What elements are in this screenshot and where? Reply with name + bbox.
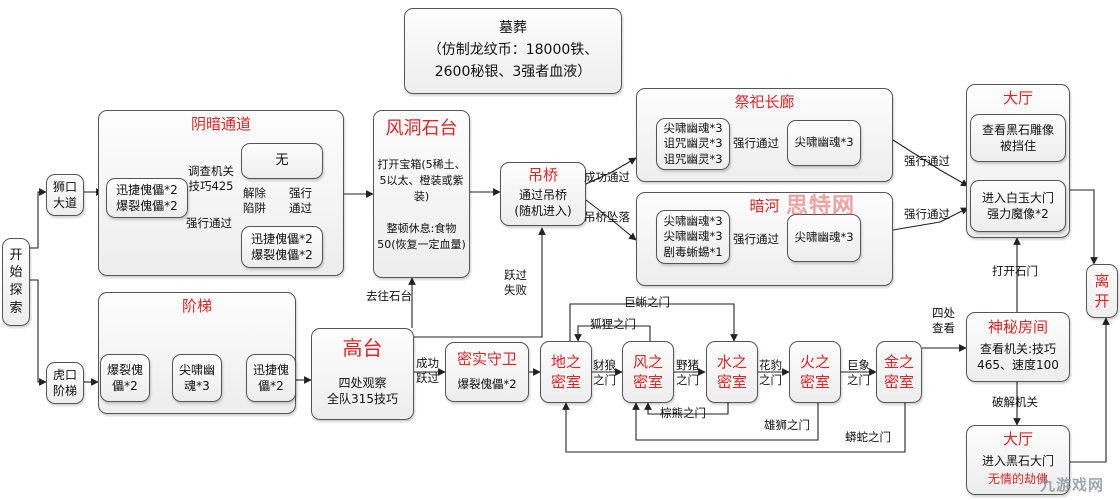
- label-corridor-force: 强行通过: [733, 136, 779, 150]
- start-node: 开 始 探 索: [2, 238, 30, 326]
- label-gate-elephant: 巨象 之门: [847, 358, 870, 387]
- stairs-enemies-b: 尖啸幽 魂*3: [172, 354, 222, 402]
- label-jump-ok: 成功 跃过: [416, 356, 439, 385]
- label-gate-boar: 野猪 之门: [676, 358, 699, 387]
- edge-start-shikou: [30, 188, 47, 249]
- yinan-enemies-a: 迅捷傀儡*2 爆裂傀儡*2: [106, 178, 188, 218]
- gaotai-node: 高台 四处观察 全队315技巧: [311, 328, 414, 420]
- stairs-enemies-c: 迅捷傀 儡*2: [246, 354, 296, 402]
- hall-top-white-jade-gate: 进入白玉大门 强力魔像*2: [970, 180, 1066, 232]
- corridor-title: 祭祀长廊: [734, 93, 795, 111]
- hall-bottom-title: 大厅: [1002, 430, 1033, 448]
- label-force-pass-2: 强行 通过: [289, 186, 312, 215]
- yinan-none: 无: [241, 143, 323, 179]
- yinan-enemies-b: 迅捷傀儡*2 爆裂傀儡*2: [241, 226, 323, 268]
- label-river-force: 强行通过: [733, 232, 779, 246]
- label-gate-python: 蟒蛇之门: [845, 430, 891, 444]
- label-gate-lion: 雄狮之门: [764, 418, 810, 432]
- yinan-title: 阴暗通道: [190, 115, 251, 133]
- guard-body: 爆裂傀儡*2: [457, 377, 517, 391]
- room-fire: 火之 密室: [789, 341, 841, 403]
- label-investigate: 调查机关 技巧425: [188, 164, 234, 193]
- fengdong-node: 风洞石台 打开宝箱(5稀土、 5以太、橙装或紫 装) 整顿休息:食物 50(恢复…: [373, 110, 470, 278]
- fengdong-title: 风洞石台: [385, 118, 458, 139]
- room-wind: 风之 密室: [622, 341, 674, 403]
- edge-start-hukou: [30, 279, 47, 386]
- tomb-node: 墓葬 （仿制龙纹币：18000铁、 2600秘银、3强者血液）: [404, 8, 622, 94]
- label-hall-force-1: 强行通过: [904, 154, 950, 168]
- stairs-title: 阶梯: [181, 297, 212, 315]
- label-force-pass: 强行通过: [186, 216, 232, 230]
- label-hall-force-2: 强行通过: [904, 207, 950, 221]
- mystery-node: 神秘房间 查看机关:技巧 465、速度100: [966, 312, 1070, 382]
- label-crack-mechanism: 破解机关: [992, 395, 1038, 409]
- label-jump-fail: 跃过 失败: [504, 268, 527, 297]
- guard-title: 密实守卫: [456, 350, 517, 368]
- river-enemies-a: 尖啸幽魂*3 尖啸幽魂*3 剧毒蜥蜴*1: [656, 210, 730, 264]
- label-bridge-fall: 吊桥坠落: [584, 210, 630, 224]
- corridor-enemies-b: 尖啸幽魂*3: [787, 120, 861, 166]
- watermark-corner: 九游戏网: [1040, 476, 1105, 494]
- river-enemies-b: 尖啸幽魂*3: [787, 214, 861, 262]
- label-open-stone-gate: 打开石门: [992, 264, 1038, 278]
- hall-top-title: 大厅: [1002, 89, 1033, 107]
- bridge-body: 通过吊桥 (随机进入): [514, 188, 572, 219]
- room-gold: 金之 密室: [876, 341, 922, 403]
- label-pass-ok: 成功通过: [584, 170, 630, 184]
- watermark-mid: 思特网: [786, 194, 856, 219]
- label-disarm: 解除 陷阱: [243, 186, 266, 215]
- label-go-platform: 去往石台: [366, 289, 412, 303]
- mystery-title: 神秘房间: [987, 318, 1048, 336]
- stairs-enemies-a: 爆裂傀 儡*2: [100, 354, 150, 402]
- shikou-node: 狮口 大道: [46, 174, 84, 216]
- label-gate-fox: 狐狸之门: [590, 317, 636, 331]
- label-look-around: 四处 查看: [932, 306, 955, 335]
- hall-bottom-node: 大厅 进入黑石大门 无情的劫佛: [966, 425, 1070, 495]
- hukou-node: 虎口 阶梯: [46, 362, 84, 404]
- room-water: 水之 密室: [706, 341, 758, 403]
- gaotai-body: 四处观察 全队315技巧: [327, 376, 398, 407]
- leave-node: 离 开: [1086, 264, 1118, 318]
- label-gate-lizard: 巨蜥之门: [624, 295, 670, 309]
- hall-bottom-black-gate: 进入黑石大门: [981, 454, 1054, 468]
- bridge-node: 吊桥 通过吊桥 (随机进入): [500, 162, 586, 226]
- hall-bottom-boss: 无情的劫佛: [987, 472, 1048, 486]
- mystery-body: 查看机关:技巧 465、速度100: [977, 342, 1059, 373]
- corridor-enemies-a: 尖啸幽魂*3 诅咒幽灵*3 诅咒幽灵*3: [656, 118, 730, 170]
- guard-node: 密实守卫 爆裂傀儡*2: [445, 342, 529, 402]
- edge-halltop-leave: [1070, 189, 1098, 265]
- hall-top-statue: 查看黑石雕像 被挡住: [970, 114, 1066, 162]
- label-gate-leopard: 花豹 之门: [759, 358, 782, 387]
- room-earth: 地之 密室: [540, 341, 592, 403]
- fengdong-body: 打开宝箱(5稀土、 5以太、橙装或紫 装) 整顿休息:食物 50(恢复一定血量): [377, 158, 466, 251]
- label-gate-jackal: 豺狼 之门: [593, 358, 616, 387]
- gaotai-title: 高台: [342, 336, 383, 360]
- bridge-title: 吊桥: [527, 166, 558, 184]
- river-title: 暗河: [749, 197, 780, 215]
- edge-hallbot-leave: [1070, 317, 1110, 463]
- label-gate-bear: 棕熊之门: [660, 406, 706, 420]
